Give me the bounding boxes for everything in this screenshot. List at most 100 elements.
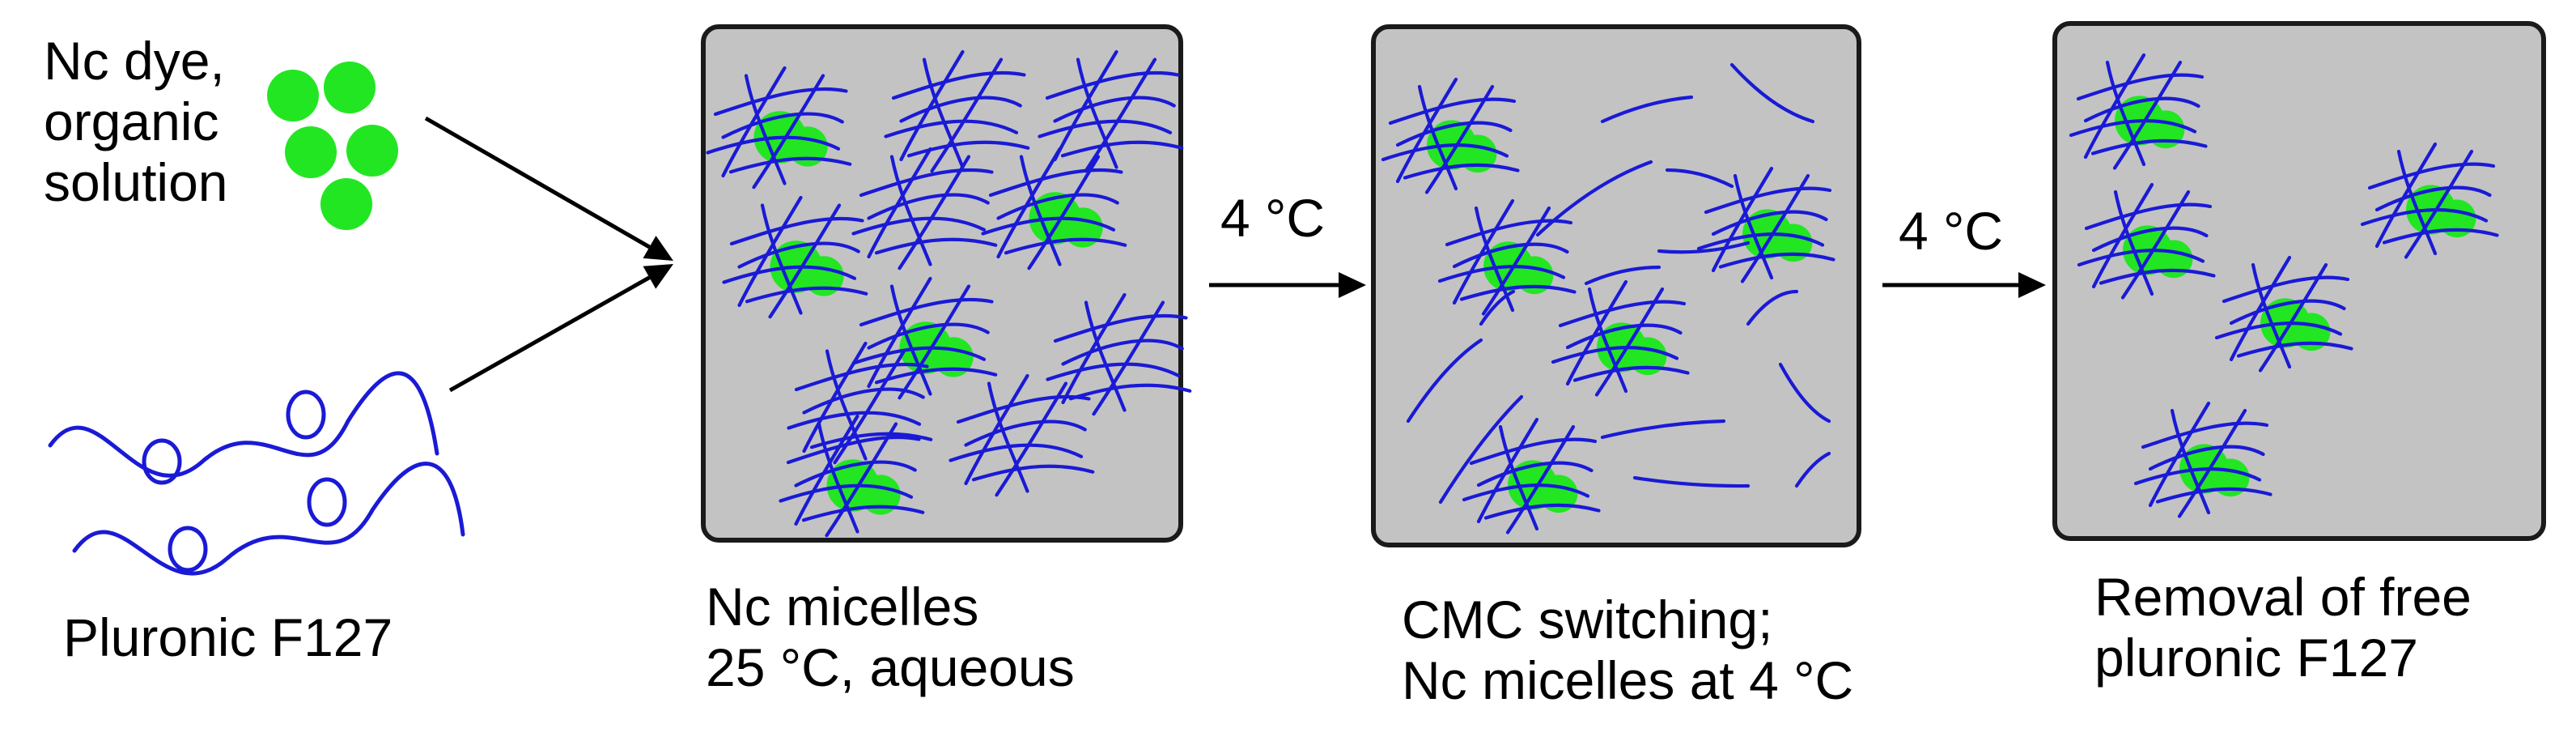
- polymer-strand: [899, 96, 1022, 123]
- polymer-strand: [851, 216, 987, 236]
- polymer-bundle: [884, 49, 1030, 173]
- arrow-step1-to-step2: [1209, 272, 1366, 298]
- polymer-strand: [1474, 206, 1515, 313]
- micelle: [2077, 182, 2216, 300]
- micelle: [2360, 142, 2499, 259]
- arrow-head: [643, 236, 673, 261]
- polymer-strand: [737, 241, 860, 269]
- polymer-strand: [2091, 182, 2154, 289]
- polymer-strand: [2083, 53, 2146, 160]
- polymer-strand: [2083, 96, 2200, 123]
- polymer-strand: [1476, 417, 1539, 524]
- free-polymer-strand: [1584, 265, 1661, 286]
- polymer-strand: [2105, 60, 2146, 167]
- polymer-strand: [2374, 185, 2492, 212]
- polymer-strand: [2229, 299, 2346, 326]
- polymer-strand: [729, 216, 864, 246]
- dye-dot: [346, 125, 398, 177]
- arrow-head: [1339, 272, 1366, 298]
- polymer-strand: [859, 297, 994, 327]
- free-polymer-strand: [1632, 475, 1751, 488]
- micelle: [706, 66, 852, 190]
- polymer-strand: [981, 216, 1116, 236]
- dye-dot: [324, 62, 376, 113]
- polymer-strand: [802, 387, 925, 415]
- dye-dots: [267, 62, 398, 230]
- caption-step-2-line-1: CMC switching;: [1402, 590, 1773, 649]
- dye-dot: [285, 126, 337, 178]
- polymer-strand: [1733, 173, 1774, 280]
- dye-dot: [320, 178, 372, 230]
- free-polymer-strand: [1778, 362, 1831, 424]
- polymer-strand: [779, 483, 914, 503]
- polymer-strand: [2141, 421, 2269, 449]
- polymer-strand: [2148, 401, 2211, 508]
- micelle: [779, 414, 925, 538]
- polymer-strand: [995, 381, 1068, 497]
- polymer-strand: [889, 284, 932, 396]
- micelle: [1437, 198, 1577, 316]
- polymer-strand: [2155, 487, 2273, 504]
- dye-label: Nc dye, organic solution: [44, 31, 228, 214]
- caption-step-1-line-2: 25 °C, aqueous: [706, 637, 1075, 698]
- polymer-strand: [817, 422, 859, 534]
- polymer-strand: [1718, 252, 1835, 269]
- polymer-strand: [2214, 322, 2343, 340]
- polymer-loop: [307, 477, 347, 527]
- polymer-strand: [737, 195, 803, 308]
- polymer-strand: [898, 284, 971, 400]
- arrow-step2-to-step3: [1882, 272, 2046, 298]
- polymer-strand: [988, 168, 1123, 198]
- polymer-strand: [2133, 467, 2262, 486]
- polymer-strand: [1558, 300, 1687, 328]
- polymer-strand: [802, 341, 868, 454]
- polymer-strand: [2148, 445, 2265, 471]
- polymer-strand: [2077, 249, 2205, 267]
- polymer-strand: [922, 57, 965, 169]
- dye-label-line-1: Nc dye,: [44, 31, 225, 91]
- box1-contents: [706, 49, 1192, 538]
- free-polymer-strand: [1535, 160, 1653, 237]
- dye-label-line-3: solution: [44, 152, 228, 213]
- free-polymer-strand: [1406, 338, 1483, 424]
- polymer-strand: [1053, 313, 1188, 343]
- polymer-strand: [1004, 237, 1127, 255]
- dye-label-line-2: organic: [44, 92, 219, 152]
- polymer-strand: [1572, 365, 1690, 382]
- polymer-strand: [1388, 97, 1517, 126]
- caption-step-3: Removal of free pluronic F127: [2094, 567, 2472, 688]
- polymer-strand: [874, 367, 998, 385]
- polymer-strand: [2091, 226, 2209, 253]
- polymer-strand: [2113, 190, 2154, 296]
- polymer-strand: [794, 460, 917, 488]
- caption-step-3-line-1: Removal of free: [2094, 567, 2472, 627]
- polymer-strand: [1498, 424, 1539, 531]
- polymer-strand: [1481, 206, 1551, 316]
- caption-step-2: CMC switching; Nc micelles at 4 °C: [1402, 590, 1853, 711]
- polymer-strand: [1711, 166, 1774, 273]
- polymer-loop: [168, 526, 208, 573]
- arrow-shaft: [448, 275, 651, 393]
- polymer-strand: [2374, 142, 2438, 249]
- polymer-strand: [2360, 208, 2489, 227]
- polymer-strand: [899, 49, 965, 162]
- arrow-dye-to-micelles: [424, 116, 673, 261]
- polymer-strand: [728, 156, 852, 174]
- polymer-strand: [1053, 96, 1176, 123]
- polymer-strand: [1740, 173, 1810, 283]
- polymer-strand: [2069, 119, 2197, 138]
- arrow-head: [643, 264, 673, 289]
- micelle: [981, 147, 1127, 270]
- polymer-strand: [721, 112, 844, 139]
- polymer-strand: [930, 57, 1004, 173]
- polymer-strand: [1476, 461, 1594, 488]
- polymer-strand: [1469, 437, 1598, 466]
- polymer-strand: [1452, 198, 1515, 305]
- polymer-strand: [2120, 190, 2191, 300]
- polymer-strand: [2229, 255, 2292, 362]
- polymer-strand: [867, 322, 990, 350]
- caption-step-1-line-1: Nc micelles: [706, 577, 979, 637]
- polymer-strand: [1068, 383, 1192, 401]
- arrow-label-2: 4 °C: [1899, 201, 2004, 261]
- polymer-strand: [1084, 57, 1157, 173]
